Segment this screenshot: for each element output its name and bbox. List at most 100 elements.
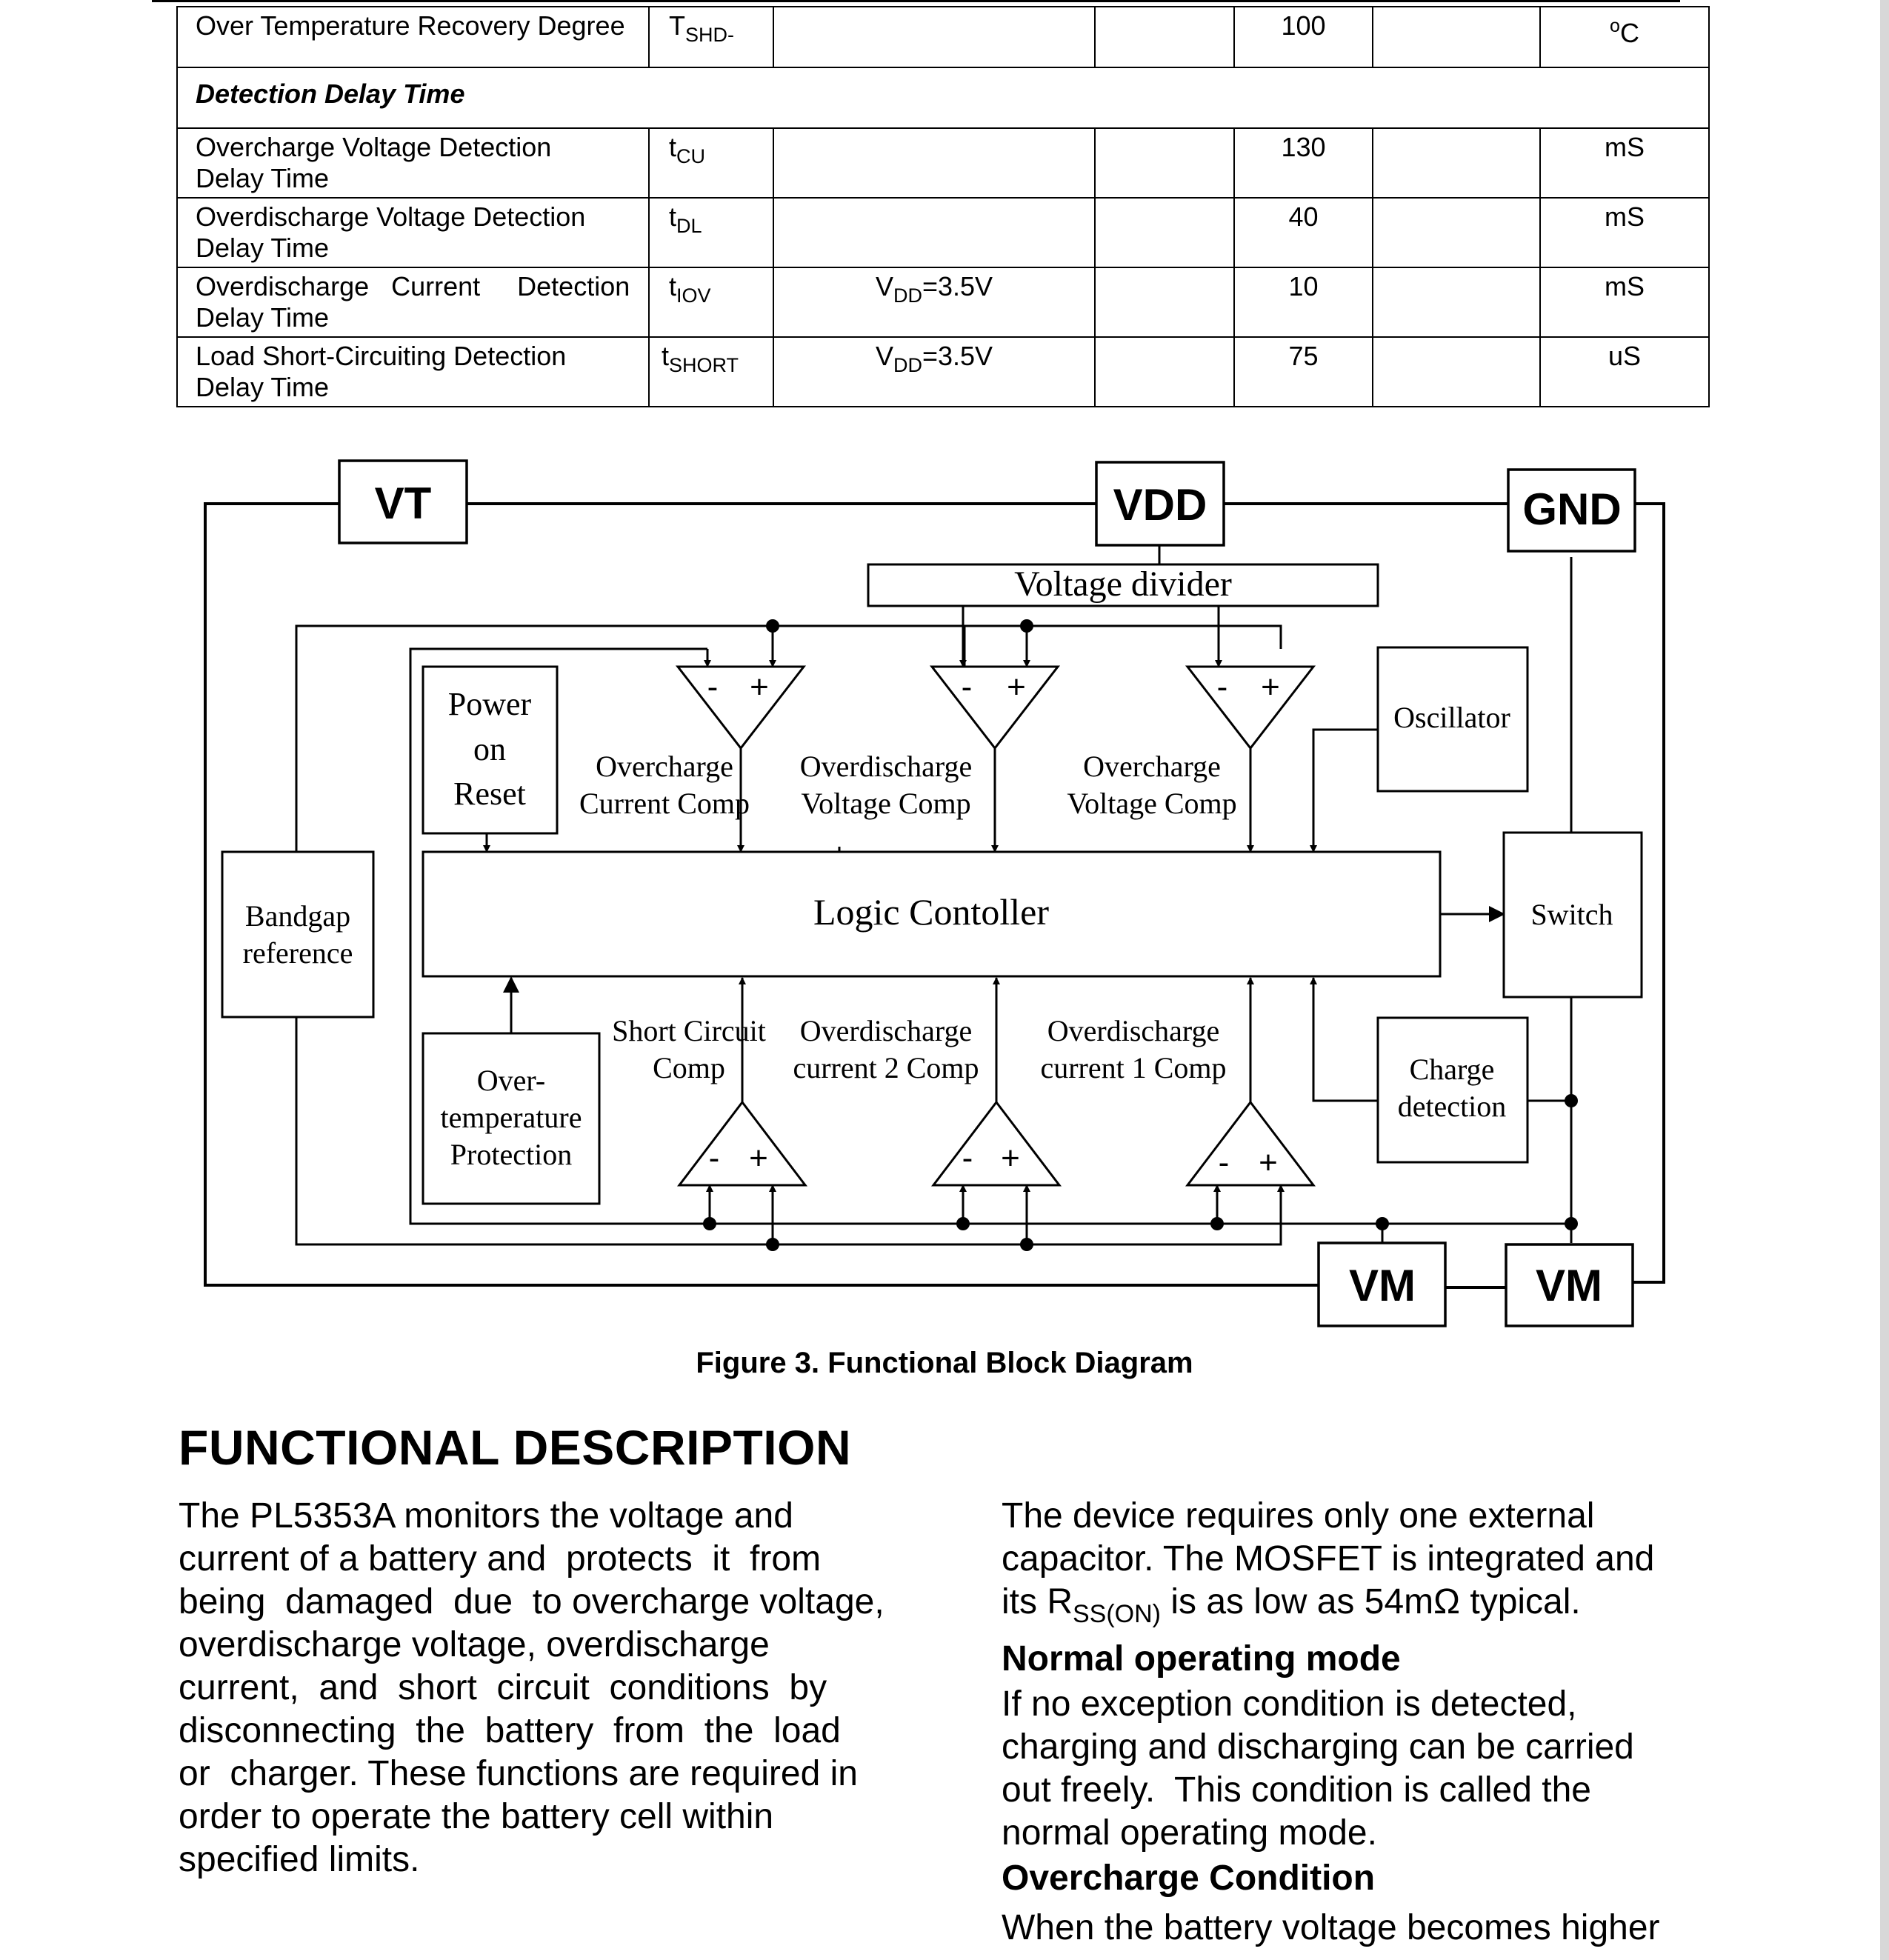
text-line: capacitor. The MOSFET is integrated and — [1002, 1539, 1655, 1579]
switch-block — [1502, 831, 1643, 999]
vm-pin-2 — [1505, 1243, 1634, 1327]
por-label-3: Reset — [453, 776, 526, 812]
text-line: or charger. These functions are required… — [179, 1754, 858, 1793]
text-line: When the battery voltage becomes higher — [1002, 1908, 1660, 1947]
charge-detection-label-2: detection — [1398, 1090, 1507, 1123]
figure-caption: Figure 3. Functional Block Diagram — [696, 1347, 1193, 1379]
text-line: its RSS(ON) is as low as 54mΩ typical. — [1002, 1582, 1581, 1628]
switch-label: Switch — [1530, 898, 1613, 931]
unit-cell: uS — [1539, 336, 1710, 407]
gnd-pin — [1507, 468, 1636, 553]
comp-plus: + — [749, 1140, 768, 1176]
over-temp-label-1: Over- — [477, 1064, 545, 1097]
param-cell: Over Temperature Recovery Degree — [176, 6, 650, 68]
text-line: specified limits. — [179, 1840, 420, 1879]
condition-cell — [773, 127, 1096, 199]
bandgap-label-2: reference — [243, 936, 353, 970]
condition-cell: VDD=3.5V — [773, 336, 1096, 407]
unit-cell: mS — [1539, 267, 1710, 338]
text-line: disconnecting the battery from the load — [179, 1711, 841, 1750]
symbol-cell: tIOV — [648, 267, 774, 338]
comp-plus: + — [750, 669, 769, 705]
vm-pin-1 — [1317, 1241, 1447, 1327]
unit-cell: oC — [1539, 6, 1710, 68]
min-cell — [1094, 197, 1235, 268]
comp-minus: - — [962, 669, 973, 705]
power-on-reset-block — [422, 665, 559, 835]
bandgap-reference-block — [221, 850, 375, 1019]
top-comp-1-label-2: Current Comp — [579, 787, 750, 820]
spec-table: Over Temperature Recovery Degree TSHD- 1… — [176, 6, 1710, 407]
min-cell — [1094, 336, 1235, 407]
unit-cell: mS — [1539, 197, 1710, 268]
max-cell — [1372, 197, 1541, 268]
oscillator-block — [1376, 646, 1529, 793]
vm-pin-2-label: VM — [1536, 1261, 1602, 1310]
top-comp-3-label-2: Voltage Comp — [1067, 787, 1236, 820]
symbol-cell: TSHD- — [648, 6, 774, 68]
min-cell — [1094, 267, 1235, 338]
table-row: Detection Delay Time — [176, 67, 1710, 129]
por-label-2: on — [473, 731, 506, 767]
condition-cell: VDD=3.5V — [773, 267, 1096, 338]
comp-minus: - — [1217, 669, 1228, 705]
text-line: charging and discharging can be carried — [1002, 1727, 1634, 1767]
vdd-pin — [1095, 461, 1225, 547]
oscillator-label: Oscillator — [1393, 701, 1510, 734]
text-line: normal operating mode. — [1002, 1813, 1377, 1853]
comp-plus: + — [1259, 1144, 1278, 1181]
logic-controller-label: Logic Contoller — [813, 891, 1049, 933]
comp-minus: - — [1219, 1144, 1230, 1181]
text-line: overdischarge voltage, overdischarge — [179, 1625, 770, 1664]
right-column: The device requires only one external ca… — [1002, 1495, 1765, 1950]
text-line: The device requires only one external — [1002, 1496, 1595, 1536]
unit-cell: mS — [1539, 127, 1710, 199]
typ-cell: 75 — [1233, 336, 1373, 407]
text-line: being damaged due to overcharge voltage, — [179, 1582, 884, 1621]
voltage-divider-label: Voltage divider — [1014, 564, 1232, 604]
typ-cell: 40 — [1233, 197, 1373, 268]
charge-detection-block — [1376, 1016, 1529, 1164]
bandgap-label-1: Bandgap — [245, 899, 350, 933]
symbol-cell: tCU — [648, 127, 774, 199]
over-temp-label-3: Protection — [450, 1138, 572, 1171]
subheading-overcharge: Overcharge Condition — [1002, 1859, 1376, 1898]
overdischarge-voltage-comparator — [929, 665, 1061, 750]
over-temperature-block — [422, 1032, 601, 1205]
vdd-pin-label: VDD — [1113, 480, 1207, 530]
por-label-1: Power — [448, 686, 532, 722]
max-cell — [1372, 6, 1541, 68]
bottom-comp-1-label-1: Short Circuit — [612, 1014, 766, 1047]
charge-detection-label-1: Charge — [1410, 1053, 1495, 1086]
text-line: The PL5353A monitors the voltage and — [179, 1496, 793, 1536]
table-row: Over Temperature Recovery Degree TSHD- 1… — [176, 6, 1710, 68]
min-cell — [1094, 6, 1235, 68]
max-cell — [1372, 267, 1541, 338]
max-cell — [1372, 336, 1541, 407]
bottom-comp-1-label-2: Comp — [653, 1051, 725, 1084]
max-cell — [1372, 127, 1541, 199]
comp-minus: - — [962, 1140, 973, 1176]
text-line: order to operate the battery cell within — [179, 1797, 774, 1836]
comp-plus: + — [1001, 1140, 1020, 1176]
overcharge-current-comparator — [675, 665, 807, 750]
subheading-normal-mode: Normal operating mode — [1002, 1639, 1401, 1679]
comp-plus: + — [1007, 669, 1026, 705]
bottom-comp-3-label-1: Overdischarge — [1047, 1014, 1220, 1047]
min-cell — [1094, 127, 1235, 199]
charge-detect-wire — [1310, 977, 1378, 1102]
bottom-comp-2-label-2: current 2 Comp — [793, 1051, 979, 1084]
text-line: current of a battery and protects it fro… — [179, 1539, 822, 1579]
typ-cell: 130 — [1233, 127, 1373, 199]
outer-wire-left — [204, 502, 1319, 1287]
top-comp-1-label-1: Overcharge — [596, 750, 733, 783]
section-title: FUNCTIONAL DESCRIPTION — [179, 1420, 852, 1475]
